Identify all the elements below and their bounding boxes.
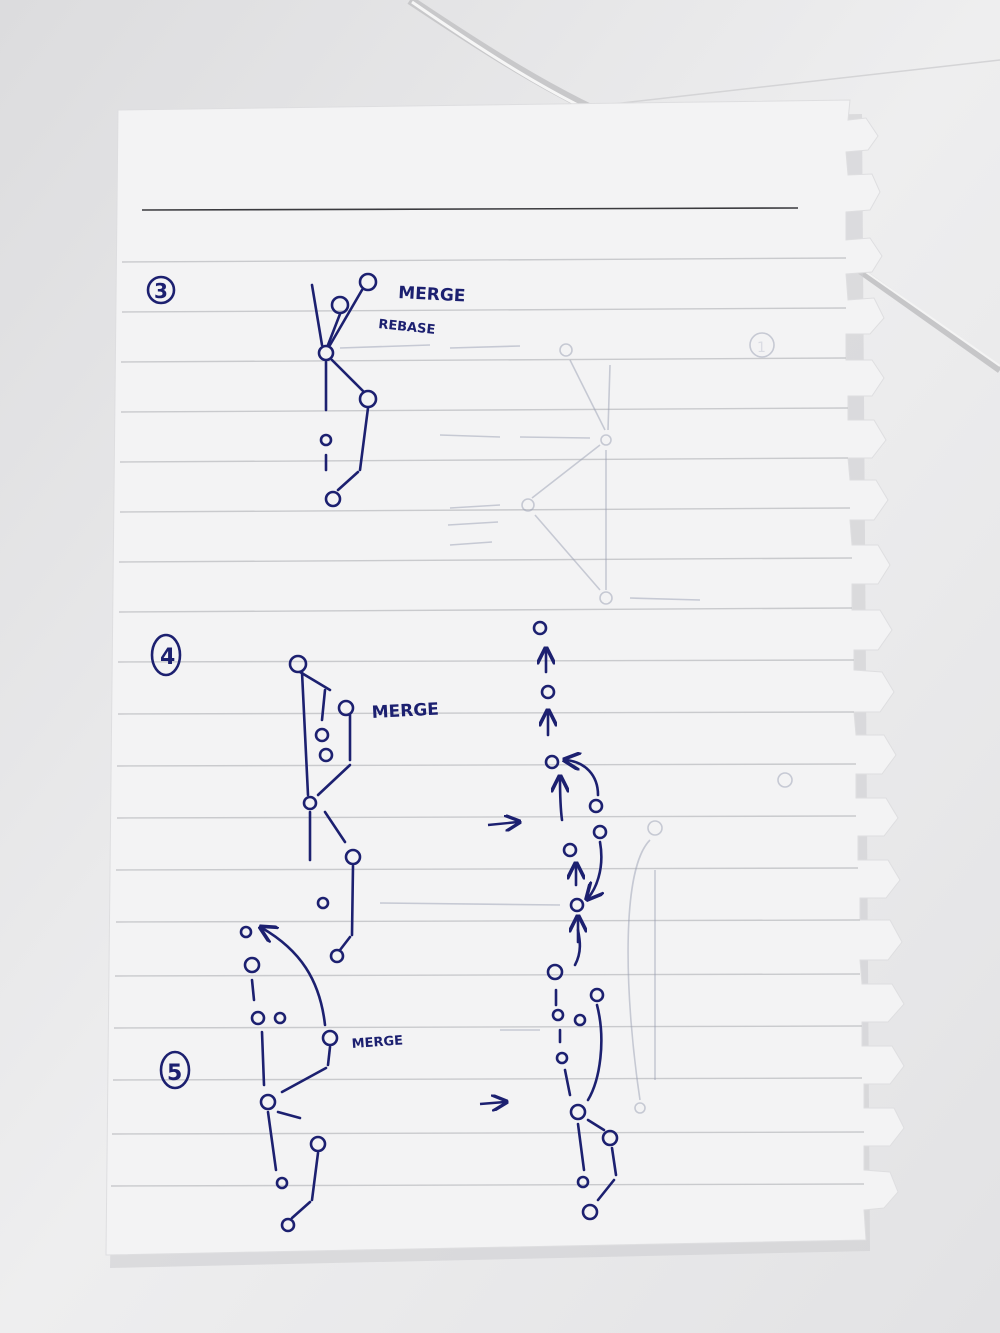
sketch-5-result [546, 918, 619, 1221]
show-through-ghost-diagram: 1 [339, 332, 793, 1114]
header-rule [141, 207, 799, 211]
sketch-4 [150, 633, 362, 964]
sketch-3-rebase-label: REBASE [378, 317, 436, 338]
ruled-lines [110, 257, 865, 1187]
sketch-3 [146, 272, 378, 508]
sketch-5 [159, 927, 339, 1233]
sketch-3-number: 3 [154, 279, 168, 303]
sketch-4-result [532, 620, 608, 913]
sketch-5-transform-arrow [479, 1102, 505, 1104]
svg-text:1: 1 [757, 340, 766, 356]
sketch-4-transform-arrow [487, 822, 518, 825]
sketch-4-number: 4 [160, 645, 175, 670]
notebook-page [105, 99, 905, 1256]
desk-seam [559, 59, 1000, 111]
sketch-3-merge-label: MERGE [398, 283, 466, 306]
sketch-5-merge-label: MERGE [351, 1033, 403, 1052]
sketch-5-number: 5 [167, 1061, 182, 1086]
sketch-4-merge-label: MERGE [371, 700, 439, 723]
